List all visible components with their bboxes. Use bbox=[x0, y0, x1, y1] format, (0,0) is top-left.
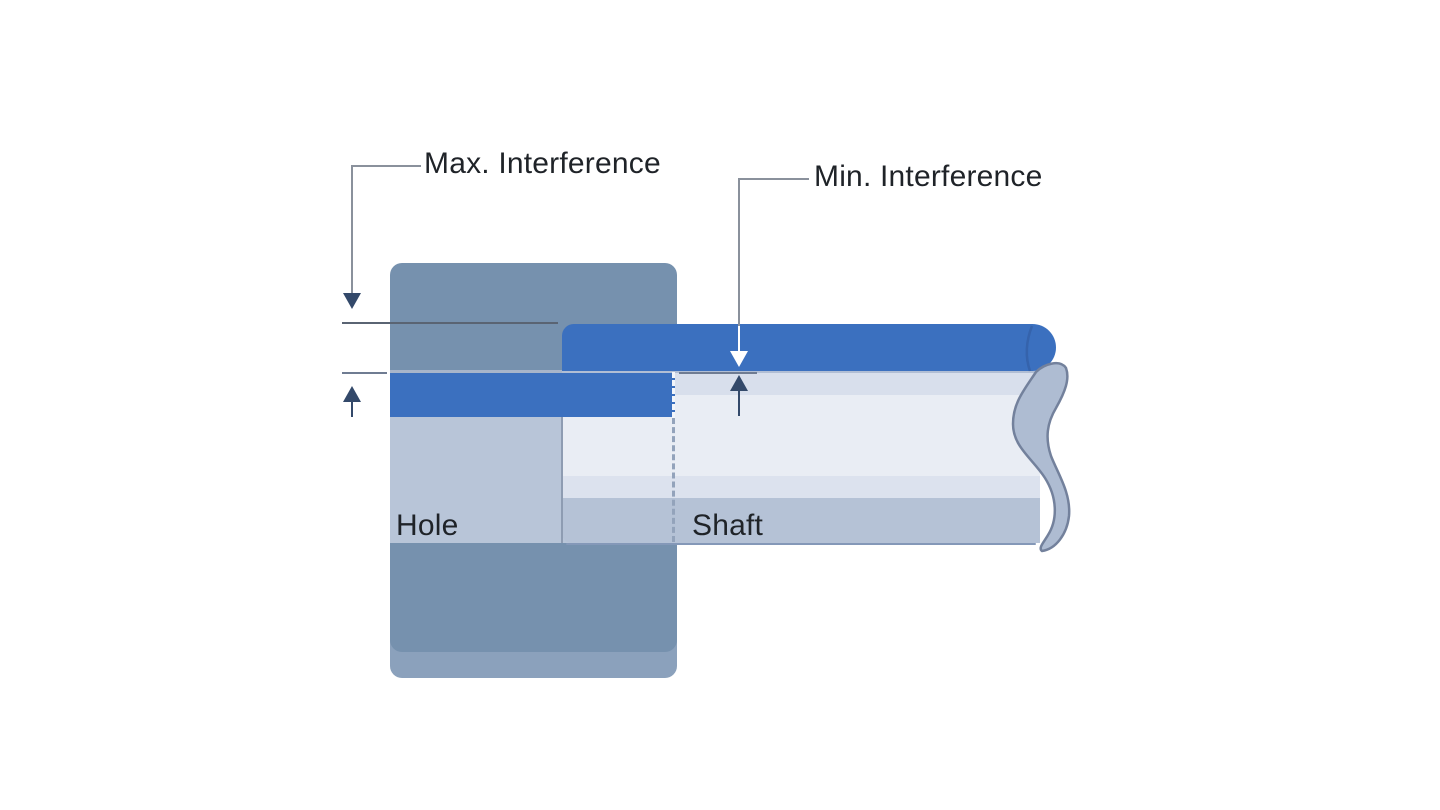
shaft-max-reference-line bbox=[342, 322, 558, 324]
down-arrow-icon bbox=[343, 293, 361, 309]
shaft-end-face-line bbox=[561, 417, 563, 543]
hole-min-tick-left bbox=[342, 372, 387, 374]
hole-min-tick-right bbox=[679, 372, 757, 374]
min-interference-leader-on-band bbox=[738, 326, 740, 353]
shaft-lower-band bbox=[562, 476, 1040, 498]
shaft-label: Shaft bbox=[692, 509, 764, 542]
shaft-break-curve bbox=[1011, 325, 1071, 553]
shaft-tolerance-band bbox=[562, 324, 1056, 371]
up-arrow-tail bbox=[351, 401, 353, 417]
hole-band-separator-line bbox=[390, 370, 562, 373]
hole-hidden-edge-dashed-lower bbox=[672, 418, 675, 542]
hole-label: Hole bbox=[396, 509, 459, 542]
min-interference-leader-vertical bbox=[738, 178, 740, 326]
max-interference-leader-vertical bbox=[351, 165, 353, 295]
hole-tolerance-band bbox=[390, 373, 675, 417]
up-arrow-tail bbox=[738, 390, 740, 416]
min-interference-leader-horizontal bbox=[739, 178, 809, 180]
min-interference-label: Min. Interference bbox=[814, 160, 1043, 193]
shaft-bottom-band bbox=[562, 498, 1040, 543]
hole-hidden-edge-dashed-upper bbox=[672, 372, 675, 418]
up-arrow-icon bbox=[730, 375, 748, 391]
shaft-bottom-edge-line bbox=[566, 543, 1036, 545]
up-arrow-icon bbox=[343, 386, 361, 402]
down-arrow-white-icon bbox=[730, 351, 748, 367]
max-interference-leader-horizontal bbox=[351, 165, 421, 167]
max-interference-label: Max. Interference bbox=[424, 147, 661, 180]
